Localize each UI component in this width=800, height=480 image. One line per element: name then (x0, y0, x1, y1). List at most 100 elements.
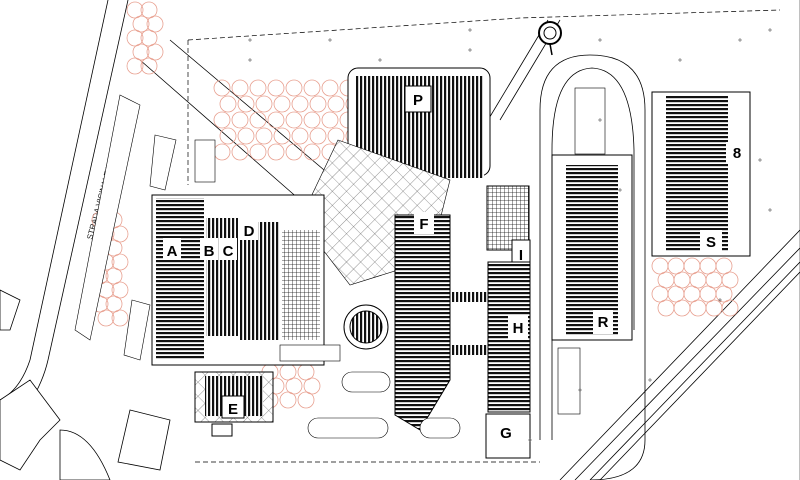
tree (97, 309, 115, 327)
label-G: G (500, 425, 512, 442)
tree (667, 257, 685, 275)
tree (291, 95, 309, 113)
elevation-cross (738, 38, 742, 42)
tree (651, 257, 669, 275)
tree (146, 15, 164, 33)
central-roundel (343, 304, 389, 350)
loop-road (539, 54, 646, 480)
tree (273, 127, 291, 145)
tree (219, 95, 237, 113)
tree (699, 257, 717, 275)
elevation-cross (678, 58, 682, 62)
right-railway (559, 0, 800, 480)
tree (213, 143, 231, 161)
tree (297, 363, 315, 381)
tree (273, 95, 291, 113)
tree (303, 143, 321, 161)
tree (140, 1, 158, 19)
building-R: R (551, 87, 633, 415)
tree (126, 57, 144, 75)
elevation-cross (718, 298, 722, 302)
elevation-cross (578, 388, 582, 392)
tree (105, 295, 123, 313)
label-H: H (513, 320, 524, 337)
elevation-cross (248, 58, 252, 62)
tree (111, 281, 129, 299)
tree (279, 391, 297, 409)
site-boundary (187, 9, 781, 463)
tree (715, 285, 733, 303)
tree (321, 79, 339, 97)
tree (683, 285, 701, 303)
building-E: E (194, 371, 274, 437)
tree (309, 95, 327, 113)
elevation-cross (328, 38, 332, 42)
tree (237, 127, 255, 145)
tree (667, 285, 685, 303)
tree (213, 111, 231, 129)
tree (285, 377, 303, 395)
tree (689, 271, 707, 289)
building-S: 8 S (651, 91, 751, 257)
tree (321, 111, 339, 129)
tree (651, 285, 669, 303)
elevation-cross (468, 48, 472, 52)
parking-left (74, 94, 216, 361)
tree (279, 363, 297, 381)
tree (699, 285, 717, 303)
label-R: R (598, 314, 609, 331)
tree (303, 377, 321, 395)
label-E: E (228, 401, 238, 418)
tree (715, 257, 733, 275)
tree (249, 111, 267, 129)
elevation-cross (768, 28, 772, 32)
tree (231, 111, 249, 129)
tree (111, 253, 129, 271)
tree (132, 43, 150, 61)
parking-bottom (279, 344, 461, 439)
building-G: G (485, 413, 531, 459)
tree (146, 43, 164, 61)
label-D: D (244, 223, 255, 240)
building-F: F (394, 212, 488, 431)
tree (705, 299, 723, 317)
tree (303, 79, 321, 97)
tree (231, 143, 249, 161)
tree (705, 271, 723, 289)
tree (673, 299, 691, 317)
building-ABCD: A B C D (151, 194, 325, 366)
tree (231, 79, 249, 97)
tree (291, 127, 309, 145)
tree (303, 111, 321, 129)
tree (285, 111, 303, 129)
roundabout-top (538, 21, 562, 56)
elevation-cross (598, 38, 602, 42)
tree (255, 127, 273, 145)
tree (267, 79, 285, 97)
tree (140, 29, 158, 47)
building-I: I (486, 185, 531, 267)
tree (297, 391, 315, 409)
elevation-cross (248, 38, 252, 42)
tree (140, 57, 158, 75)
label-8: 8 (733, 145, 741, 162)
tree (132, 15, 150, 33)
bottom-left-buildings (0, 289, 171, 480)
elevation-cross (768, 208, 772, 212)
tree (213, 79, 231, 97)
tree (327, 95, 345, 113)
tree (237, 95, 255, 113)
elevation-cross (648, 378, 652, 382)
elevation-marks (248, 28, 772, 442)
tree (249, 79, 267, 97)
tree (657, 299, 675, 317)
elevation-cross (598, 118, 602, 122)
elevation-cross (378, 58, 382, 62)
elevation-cross (618, 188, 622, 192)
tree (111, 309, 129, 327)
label-A: A (167, 243, 178, 260)
tree (267, 111, 285, 129)
label-P: P (413, 92, 423, 109)
tree (721, 271, 739, 289)
elevation-cross (528, 438, 532, 442)
